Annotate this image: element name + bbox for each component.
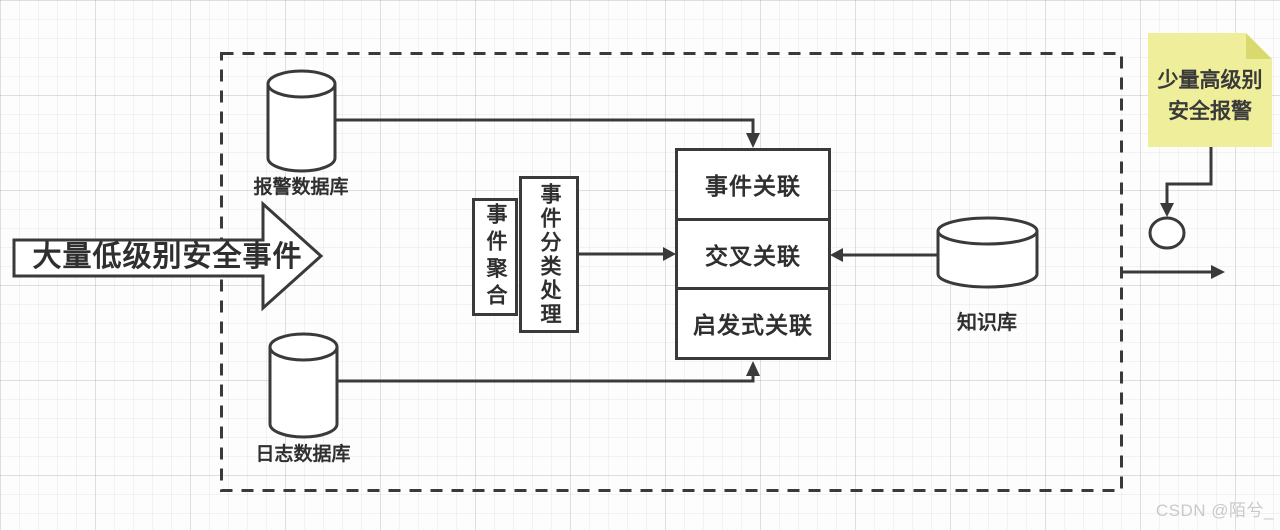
connector-alarmdb-to-stack (335, 118, 755, 136)
arrowhead-down-icon (746, 133, 760, 148)
alarm-database-cylinder-icon (266, 84, 337, 173)
alarm-db-label: 报警数据库 (253, 176, 349, 198)
watermark-text: CSDN @陌兮_ (1155, 501, 1274, 520)
connector-logdb-to-stack (337, 373, 755, 383)
output-sticky-note: 少量高级别 安全报警 (1148, 33, 1272, 147)
system-boundary-dashed-box (220, 52, 1123, 492)
sticky-note-line2: 安全报警 (1168, 100, 1252, 123)
knowledge-base-label: 知识库 (957, 312, 1017, 334)
log-database-cylinder-top (268, 332, 339, 362)
event-classification-box: 事件分类处理 (519, 176, 579, 333)
sticky-note-text: 少量高级别 安全报警 (1148, 33, 1272, 147)
event-correlation-box: 事件关联 (675, 148, 831, 221)
log-database-cylinder-icon (268, 347, 339, 439)
knowledge-base-cylinder-top (936, 216, 1039, 246)
alarm-database-cylinder-top (266, 69, 337, 99)
cross-correlation-box: 交叉关联 (675, 217, 831, 290)
input-arrow-label: 大量低级别安全事件 (32, 240, 303, 273)
sticky-note-line1: 少量高级别 (1157, 68, 1263, 92)
heuristic-correlation-box: 启发式关联 (675, 287, 831, 360)
arrowhead-right-icon (663, 247, 676, 261)
log-db-label: 日志数据库 (255, 443, 351, 465)
event-aggregation-box: 事件聚合 (472, 198, 518, 316)
arrowhead-down-icon (1160, 203, 1174, 217)
arrowhead-right-icon (1211, 265, 1225, 279)
connector-note-to-circle (1165, 147, 1213, 204)
correlation-stack: 事件关联 交叉关联 启发式关联 (675, 148, 831, 360)
arrowhead-up-icon (746, 361, 760, 376)
arrowhead-left-icon (830, 248, 843, 262)
knowledge-base-cylinder-icon (936, 231, 1039, 289)
output-circle-node (1148, 216, 1186, 250)
input-block-arrow (12, 200, 324, 312)
